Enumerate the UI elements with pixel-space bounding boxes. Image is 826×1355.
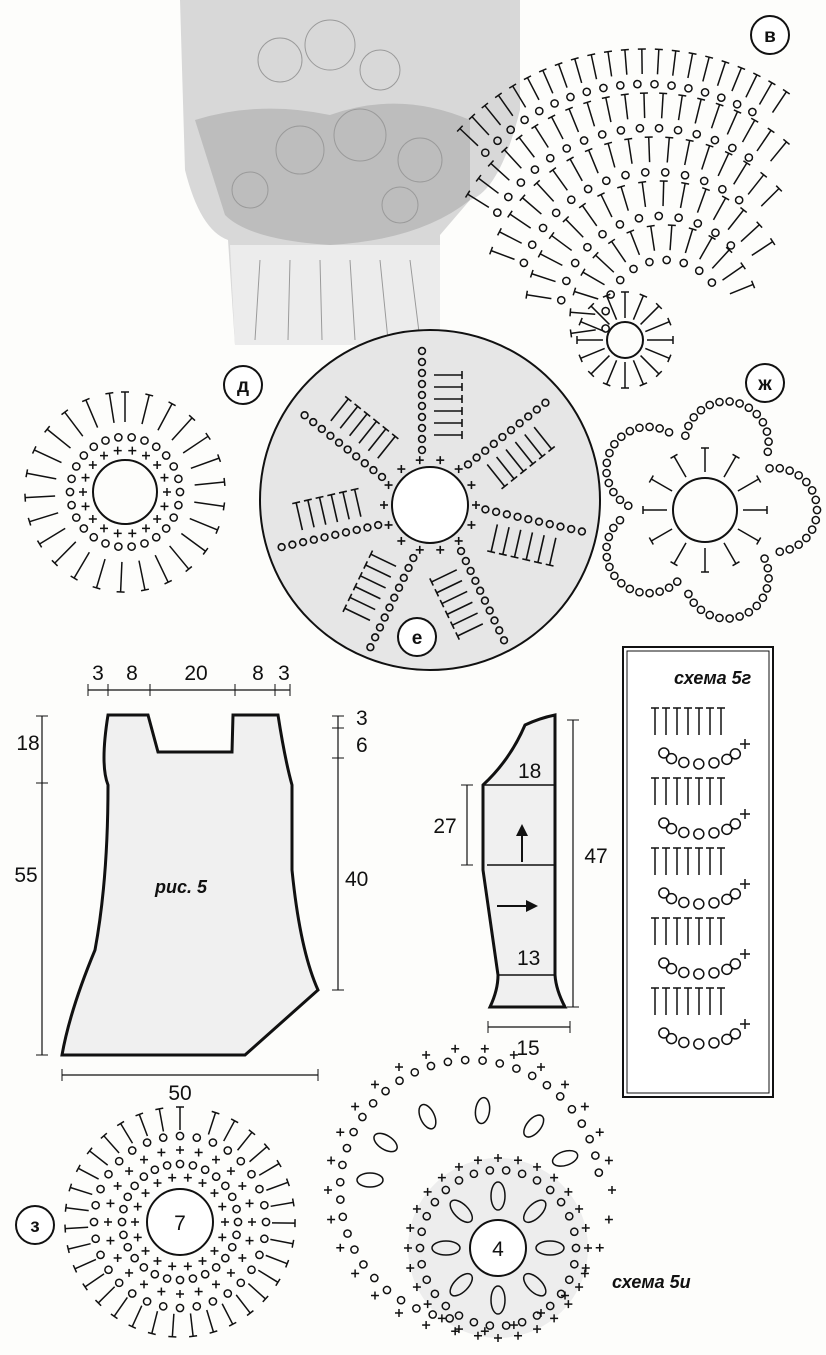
label-badge-v: в [750,15,790,55]
sleeve-pattern: 18 13 27 47 15 [433,713,608,1060]
label-badge-e: е [397,617,437,657]
bottom-width: 50 [168,1082,191,1105]
sleeve-arrow-right-icon [497,900,538,912]
label-badge-d: д [223,365,263,405]
top-width-3: 20 [184,662,207,685]
label-badge-zh: ж [745,363,785,403]
scheme-5i-title: схема 5и [612,1272,691,1292]
svg-text:з: з [30,1216,39,1237]
svg-text:е: е [412,628,423,649]
label-badge-z: з [15,1205,55,1245]
motif-d [24,391,226,593]
sleeve-arrow-up-icon [516,824,528,862]
sleeve-total-length: 47 [584,845,607,868]
motif-v [456,48,791,389]
motif-zh [602,397,822,623]
motif-i: 4 [324,1044,616,1342]
motif-z-center: 7 [174,1212,186,1235]
body-pattern: рис. 5 3 8 20 8 3 18 55 [14,662,368,1105]
right-height-1: 3 [356,707,368,730]
right-height-3: 40 [345,868,368,891]
top-dimensions: 3 8 20 8 3 [87,662,291,696]
scheme-5g-title: схема 5г [674,668,752,688]
motif-z: 7 [64,1106,296,1338]
right-dimensions: 3 6 40 [332,707,368,991]
motif-e [259,329,601,671]
left-height-2: 55 [14,864,37,887]
figure-caption: рис. 5 [154,877,208,897]
top-width-2: 8 [126,662,138,685]
bottom-dimension: 50 [61,1069,319,1105]
top-width-1: 3 [92,662,104,685]
svg-text:ж: ж [757,374,772,395]
model-photo [180,0,520,345]
sleeve-lower-section: 13 [517,947,540,970]
right-height-2: 6 [356,734,368,757]
sleeve-cuff-width: 15 [516,1037,539,1060]
left-dimensions: 18 55 [14,715,48,1056]
left-height-1: 18 [16,732,39,755]
svg-text:д: д [237,376,249,397]
scheme-5g: схема 5г [622,646,774,1098]
top-width-5: 3 [278,662,290,685]
svg-text:в: в [764,26,776,47]
sleeve-cap-height: 27 [433,815,456,838]
sleeve-top-section: 18 [518,760,541,783]
motif-i-center: 4 [492,1238,504,1261]
top-width-4: 8 [252,662,264,685]
